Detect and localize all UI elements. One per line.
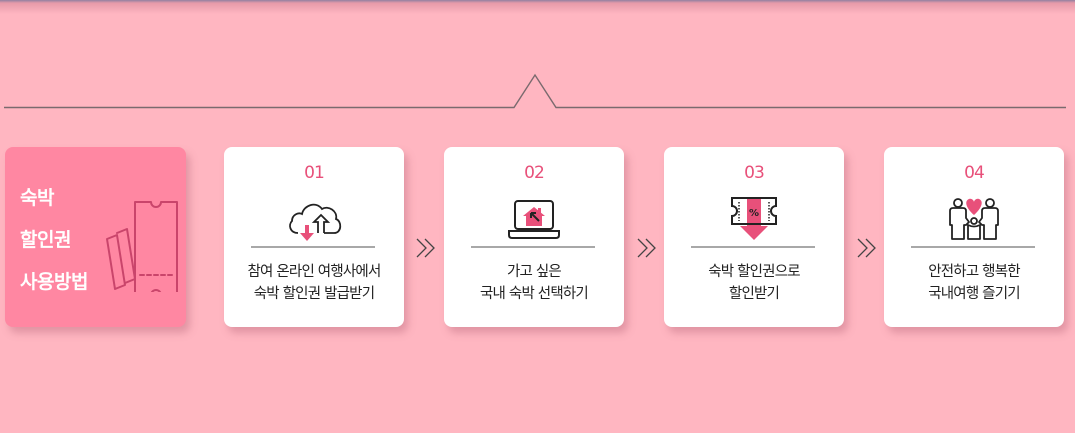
- step-divider: [691, 246, 815, 248]
- step-text-line: 안전하고 행복한: [928, 264, 1020, 280]
- step-text-line: 할인받기: [728, 286, 780, 302]
- intro-title-line: 할인권: [20, 229, 71, 251]
- step-number: 01: [304, 163, 325, 183]
- step-card-1: 01 참여 온라인 여행사에서 숙박 할인권 발급받기: [224, 147, 404, 327]
- step-text-line: 국내여행 즐기기: [928, 286, 1020, 302]
- coupon-discount-icon: %: [731, 197, 777, 240]
- step-description: 가고 싶은 국내 숙박 선택하기: [444, 261, 624, 305]
- step-text-line: 참여 온라인 여행사에서: [247, 264, 381, 280]
- intro-title-line: 숙박: [20, 187, 54, 209]
- step-description: 참여 온라인 여행사에서 숙박 할인권 발급받기: [224, 261, 404, 305]
- cloud-download-icon: [289, 203, 342, 241]
- intro-title-line: 사용방법: [20, 271, 88, 293]
- double-chevron-right-icon: [857, 238, 876, 258]
- step-card-3: 03 % 숙박 할인권으로 할인받기: [664, 147, 844, 327]
- intro-card: 숙박 할인권 사용방법: [5, 147, 186, 327]
- intro-title: 숙박 할인권 사용방법: [20, 177, 88, 303]
- step-number: 02: [524, 163, 545, 183]
- step-text-line: 숙박 할인권으로: [708, 264, 800, 280]
- svg-text:%: %: [749, 208, 759, 219]
- double-chevron-right-icon: [416, 238, 435, 258]
- laptop-house-icon: [508, 200, 560, 239]
- step-number: 04: [964, 163, 985, 183]
- step-description: 숙박 할인권으로 할인받기: [664, 261, 844, 305]
- step-divider: [471, 246, 595, 248]
- step-divider: [911, 246, 1035, 248]
- step-text-line: 국내 숙박 선택하기: [480, 286, 589, 302]
- ticket-icon: [106, 201, 178, 292]
- divider-line-with-peak: [4, 73, 1066, 109]
- step-text-line: 숙박 할인권 발급받기: [253, 286, 375, 302]
- step-card-4: 04 안전하고 행복한 국내여행 즐기기: [884, 147, 1064, 327]
- double-chevron-right-icon: [637, 238, 656, 258]
- step-card-2: 02 가고 싶은 국내 숙박 선택하기: [444, 147, 624, 327]
- top-edge-shadow: [0, 0, 1075, 14]
- family-heart-icon: [949, 198, 999, 240]
- step-number: 03: [744, 163, 765, 183]
- step-text-line: 가고 싶은: [507, 264, 562, 280]
- step-divider: [251, 246, 375, 248]
- step-description: 안전하고 행복한 국내여행 즐기기: [884, 261, 1064, 305]
